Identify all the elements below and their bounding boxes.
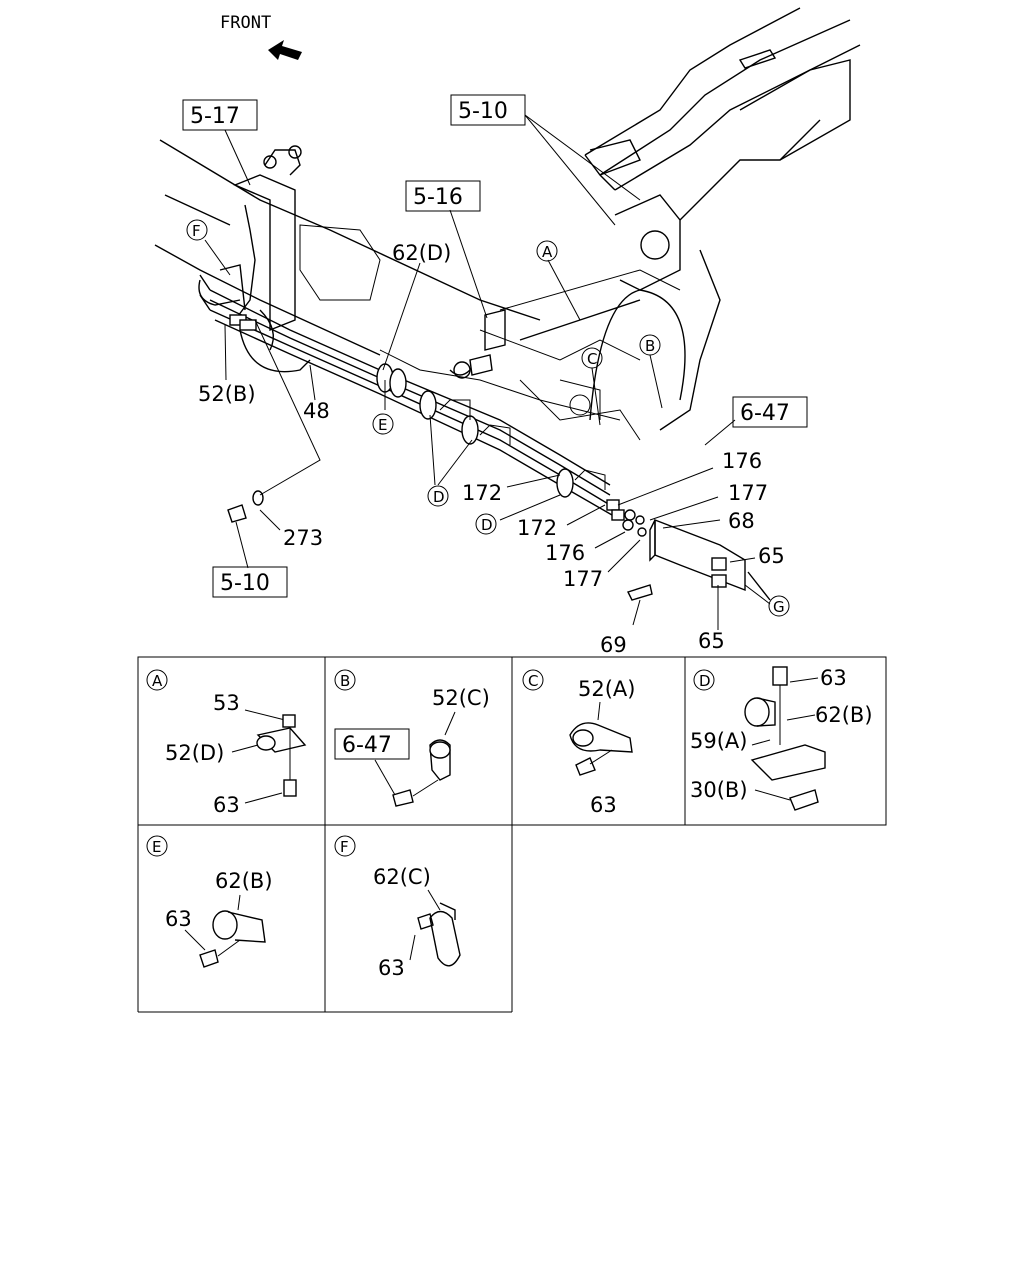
detail-C-tag: C: [528, 672, 538, 690]
label-273: 273: [283, 526, 323, 550]
front-label: FRONT: [220, 13, 271, 33]
left-valve-assembly: [198, 145, 302, 351]
detail-panel-E: E 62(B) 63: [146, 835, 273, 968]
detail-panel-D: D 63 62(B) 59(A) 30(B): [690, 666, 873, 811]
label-177-b: 177: [563, 567, 603, 591]
marker-B[interactable]: B: [639, 334, 661, 356]
ref-6-47-main-label: 6-47: [740, 401, 790, 426]
marker-E[interactable]: E: [372, 413, 394, 435]
detail-F-label-62c: 62(C): [373, 865, 431, 889]
ref-5-10-top-label: 5-10: [458, 99, 508, 124]
svg-text:D: D: [481, 516, 493, 534]
svg-text:A: A: [542, 243, 553, 261]
label-172-a: 172: [462, 481, 502, 505]
detail-E-label-63: 63: [165, 907, 192, 931]
detail-D-label-59a: 59(A): [690, 729, 747, 753]
detail-F-tag: F: [340, 838, 349, 856]
right-junction-bracket: [606, 499, 771, 601]
label-176-a: 176: [722, 449, 762, 473]
detail-C-label-63: 63: [590, 793, 617, 817]
label-52b: 52(B): [198, 382, 256, 406]
circle-markers: A B C D D E F G: [186, 219, 790, 617]
detail-A-label-63: 63: [213, 793, 240, 817]
ref-box-5-16[interactable]: 5-16: [405, 180, 481, 212]
label-65-a: 65: [758, 544, 785, 568]
ref-box-5-10-bottom[interactable]: 5-10: [212, 566, 288, 598]
detail-D-label-30b: 30(B): [690, 778, 748, 802]
main-part-labels: 62(D) 52(B) 48 273 172 172 176 177 68 17…: [198, 241, 785, 657]
ref-box-5-17[interactable]: 5-17: [182, 99, 258, 131]
svg-text:G: G: [773, 598, 785, 616]
chassis-frame: [154, 7, 861, 441]
marker-D-2[interactable]: D: [475, 513, 497, 535]
label-172-b: 172: [517, 516, 557, 540]
label-62d: 62(D): [392, 241, 451, 265]
detail-B-tag: B: [340, 672, 350, 690]
ref-5-17-label: 5-17: [190, 104, 240, 129]
label-68: 68: [728, 509, 755, 533]
ref-box-6-47-main[interactable]: 6-47: [732, 396, 808, 428]
detail-C-label-52a: 52(A): [578, 677, 635, 701]
label-69: 69: [600, 633, 627, 657]
front-arrow-icon: [268, 40, 302, 60]
ref-5-10-bottom-label: 5-10: [220, 571, 270, 596]
leader-lines: [204, 114, 771, 630]
detail-panel-F: F 62(C) 63: [334, 835, 461, 980]
detail-panel-B: B 52(C) 6-47: [334, 669, 490, 807]
marker-D-1[interactable]: D: [427, 485, 449, 507]
detail-E-tag: E: [152, 838, 161, 856]
detail-A-label-52d: 52(D): [165, 741, 224, 765]
label-65-b: 65: [698, 629, 725, 653]
marker-F[interactable]: F: [186, 219, 208, 241]
detail-F-label-63: 63: [378, 956, 405, 980]
ref-5-16-label: 5-16: [413, 185, 463, 210]
svg-text:F: F: [192, 222, 201, 240]
detail-B-label-52c: 52(C): [432, 686, 490, 710]
detail-D-label-62b: 62(B): [815, 703, 873, 727]
detail-D-label-63: 63: [820, 666, 847, 690]
ref-box-5-10-top[interactable]: 5-10: [450, 94, 526, 126]
front-indicator: FRONT: [220, 13, 302, 60]
marker-C[interactable]: C: [581, 347, 603, 369]
bolt-273: [227, 490, 264, 523]
detail-D-tag: D: [699, 672, 711, 690]
detail-panel-C: C 52(A) 63: [522, 669, 635, 817]
detail-grid: [137, 656, 887, 1013]
detail-A-label-53: 53: [213, 691, 240, 715]
label-177-a: 177: [728, 481, 768, 505]
center-bracket: [453, 309, 506, 379]
detail-A-tag: A: [152, 672, 163, 690]
ref-6-47-detail-label: 6-47: [342, 733, 392, 758]
marker-G[interactable]: G: [768, 595, 790, 617]
label-176-b: 176: [545, 541, 585, 565]
marker-A[interactable]: A: [536, 240, 558, 262]
svg-text:B: B: [645, 337, 655, 355]
ref-box-6-47-detail[interactable]: 6-47: [334, 728, 410, 760]
svg-text:D: D: [433, 488, 445, 506]
detail-E-label-62b: 62(B): [215, 869, 273, 893]
label-48: 48: [303, 399, 330, 423]
svg-text:E: E: [378, 416, 387, 434]
detail-panel-A: A 53 52(D) 63: [146, 669, 307, 817]
svg-text:C: C: [587, 350, 597, 368]
